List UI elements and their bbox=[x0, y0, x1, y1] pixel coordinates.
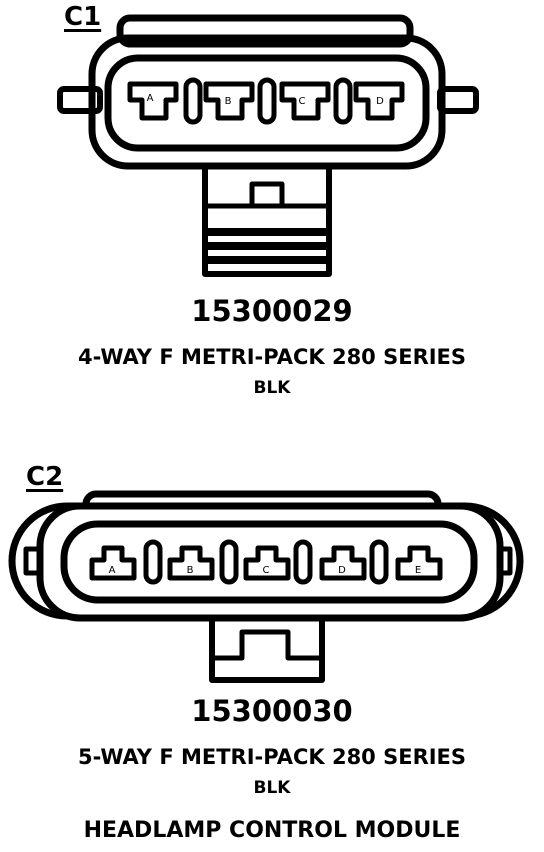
c2-cavity-a bbox=[89, 545, 137, 581]
c1-separator bbox=[257, 77, 277, 125]
c2-cavity-label: C bbox=[263, 565, 270, 576]
c1-left-latch bbox=[57, 86, 103, 114]
part-number-c2: 15300030 bbox=[191, 694, 353, 728]
c1-lower-housing bbox=[202, 163, 332, 277]
c2-cavity-d bbox=[319, 545, 367, 581]
c2-cavity-b bbox=[167, 545, 215, 581]
c2-separator bbox=[293, 539, 313, 585]
c2-separator bbox=[369, 539, 389, 585]
c1-cavity-label: B bbox=[225, 96, 232, 107]
c1-housing-stripe bbox=[205, 242, 329, 250]
connector-label-c2: C2 bbox=[26, 462, 64, 492]
c2-lower-housing bbox=[209, 618, 325, 683]
c2-cavity-label: E bbox=[415, 565, 421, 576]
description-c1: 4-WAY F METRI-PACK 280 SERIES bbox=[77, 345, 467, 369]
c2-separator bbox=[219, 539, 239, 585]
c1-cavity-label: A bbox=[147, 93, 154, 104]
c1-cavity-d bbox=[353, 81, 405, 121]
color-c2: BLK bbox=[253, 778, 291, 798]
c1-cavity-label: C bbox=[299, 96, 306, 107]
c1-housing-stripe bbox=[205, 228, 329, 236]
connector-label-c1: C1 bbox=[64, 2, 102, 32]
c2-outer-body bbox=[36, 502, 504, 622]
c2-connector-drawing bbox=[8, 490, 524, 683]
c1-housing-tab bbox=[249, 181, 285, 209]
color-c1: BLK bbox=[253, 378, 291, 398]
c1-inner-body bbox=[104, 54, 430, 152]
c2-cavity-e bbox=[395, 545, 443, 581]
c1-cavity-b bbox=[203, 81, 255, 121]
c1-separator bbox=[183, 77, 203, 125]
c1-connector-drawing bbox=[57, 14, 479, 277]
c1-top-rail bbox=[116, 14, 414, 48]
c1-cavity-a bbox=[127, 81, 179, 121]
c2-cavity-label: B bbox=[187, 565, 194, 576]
c2-cavity-c bbox=[243, 545, 291, 581]
c2-cavity-label: D bbox=[338, 565, 346, 576]
module-title: HEADLAMP CONTROL MODULE bbox=[83, 818, 461, 843]
part-number-c1: 15300029 bbox=[191, 294, 353, 328]
c2-inner-body bbox=[60, 520, 478, 604]
description-c2: 5-WAY F METRI-PACK 280 SERIES bbox=[77, 745, 467, 769]
c1-cavity-c bbox=[279, 81, 331, 121]
c2-separator bbox=[143, 539, 163, 585]
c1-housing-stripe bbox=[205, 256, 329, 264]
c1-cavity-label: D bbox=[376, 96, 384, 107]
c2-cavity-label: A bbox=[109, 565, 116, 576]
c2-housing-notch bbox=[212, 629, 322, 661]
c1-separator bbox=[333, 77, 353, 125]
